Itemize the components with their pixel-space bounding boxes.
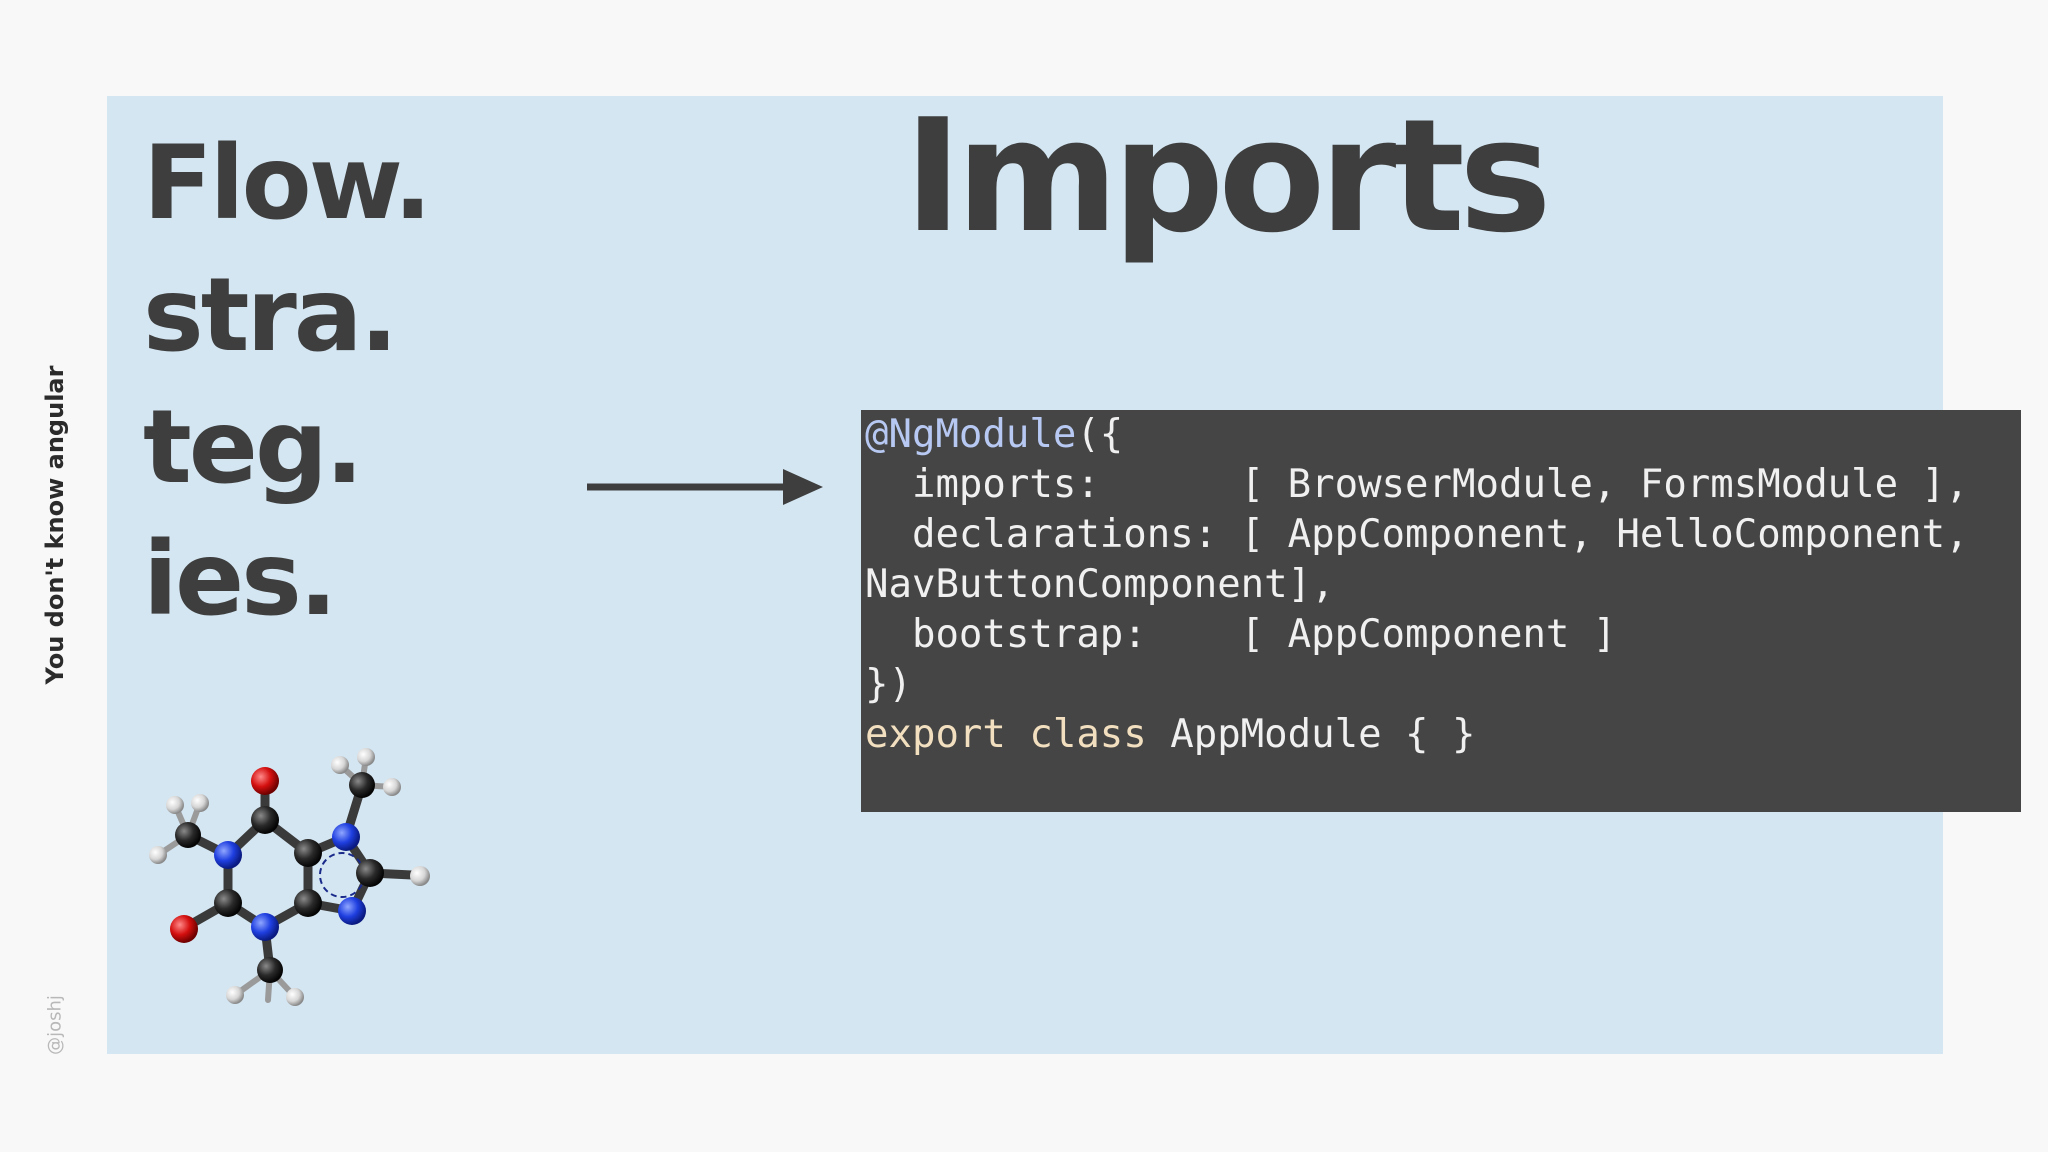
code-line-export: export class AppModule { } [865, 710, 2021, 760]
code-line-declarations: declarations: [ AppComponent, HelloCompo… [865, 512, 1969, 557]
word-stra: stra. [143, 256, 398, 375]
word-flow: Flow. [143, 124, 432, 243]
slide-title: Imports [904, 85, 1552, 267]
code-line-imports: imports: [ BrowserModule, FormsModule ], [865, 462, 1969, 507]
code-line-close: }) [865, 662, 912, 707]
author-handle-text: @joshj [44, 995, 66, 1055]
right-arrow-icon [587, 469, 823, 505]
vertical-author-handle: @joshj [30, 985, 80, 1065]
code-block: @NgModule({ imports: [ BrowserModule, Fo… [861, 410, 2021, 812]
word-ies: ies. [143, 520, 338, 639]
code-line-bootstrap: bootstrap: [ AppComponent ] [865, 612, 1617, 657]
code-line-7-rest: AppModule { } [1146, 712, 1476, 757]
ngmodule-decorator: @NgModule [865, 412, 1077, 457]
code-line-1-rest: ({ [1076, 412, 1124, 457]
flow-strategies-words: Flow. stra. teg. ies. [143, 118, 432, 646]
vertical-deck-title: You don't know angular [30, 366, 80, 685]
deck-title-text: You don't know angular [41, 365, 69, 685]
export-class-keyword: export class [865, 712, 1147, 757]
caffeine-molecule-image [149, 748, 430, 1006]
word-teg: teg. [143, 388, 364, 507]
code-line-decorator: @NgModule({ [865, 410, 2021, 460]
code-line-declarations-cont: NavButtonComponent], [865, 562, 1335, 607]
